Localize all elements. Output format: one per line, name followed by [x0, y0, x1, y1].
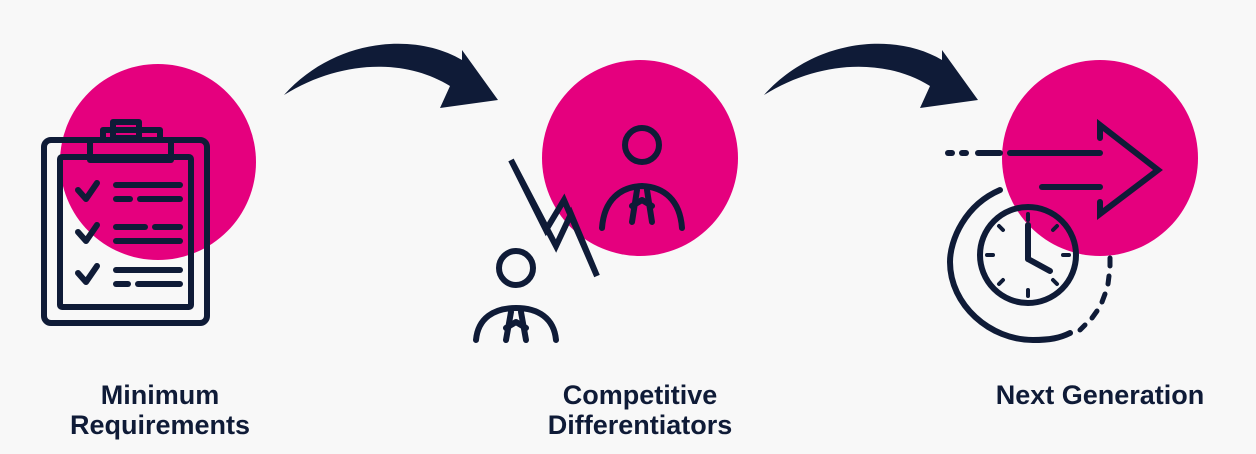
step-2-label-line2: Differentiators — [547, 410, 733, 440]
step-1-label-line1: Minimum — [100, 380, 220, 410]
step-1-label: Minimum Requirements — [20, 380, 300, 440]
step-1-label-line2: Requirements — [69, 410, 251, 440]
curved-arrow-icon — [284, 43, 498, 108]
step-3-label-line1: Next Generation — [995, 380, 1205, 410]
clipboard-checklist-icon — [41, 119, 210, 326]
step-2-label-line1: Competitive — [562, 380, 718, 410]
step-2-accent-circle — [542, 60, 738, 256]
step-2-label: Competitive Differentiators — [500, 380, 780, 440]
curved-arrow-icon — [764, 43, 978, 108]
step-3-label: Next Generation — [950, 380, 1250, 410]
step-3-accent-circle — [1002, 60, 1198, 256]
competing-people-icon — [473, 125, 685, 343]
lightning-bolt-icon — [508, 158, 600, 278]
clock-forward-arrow-icon — [945, 118, 1163, 344]
